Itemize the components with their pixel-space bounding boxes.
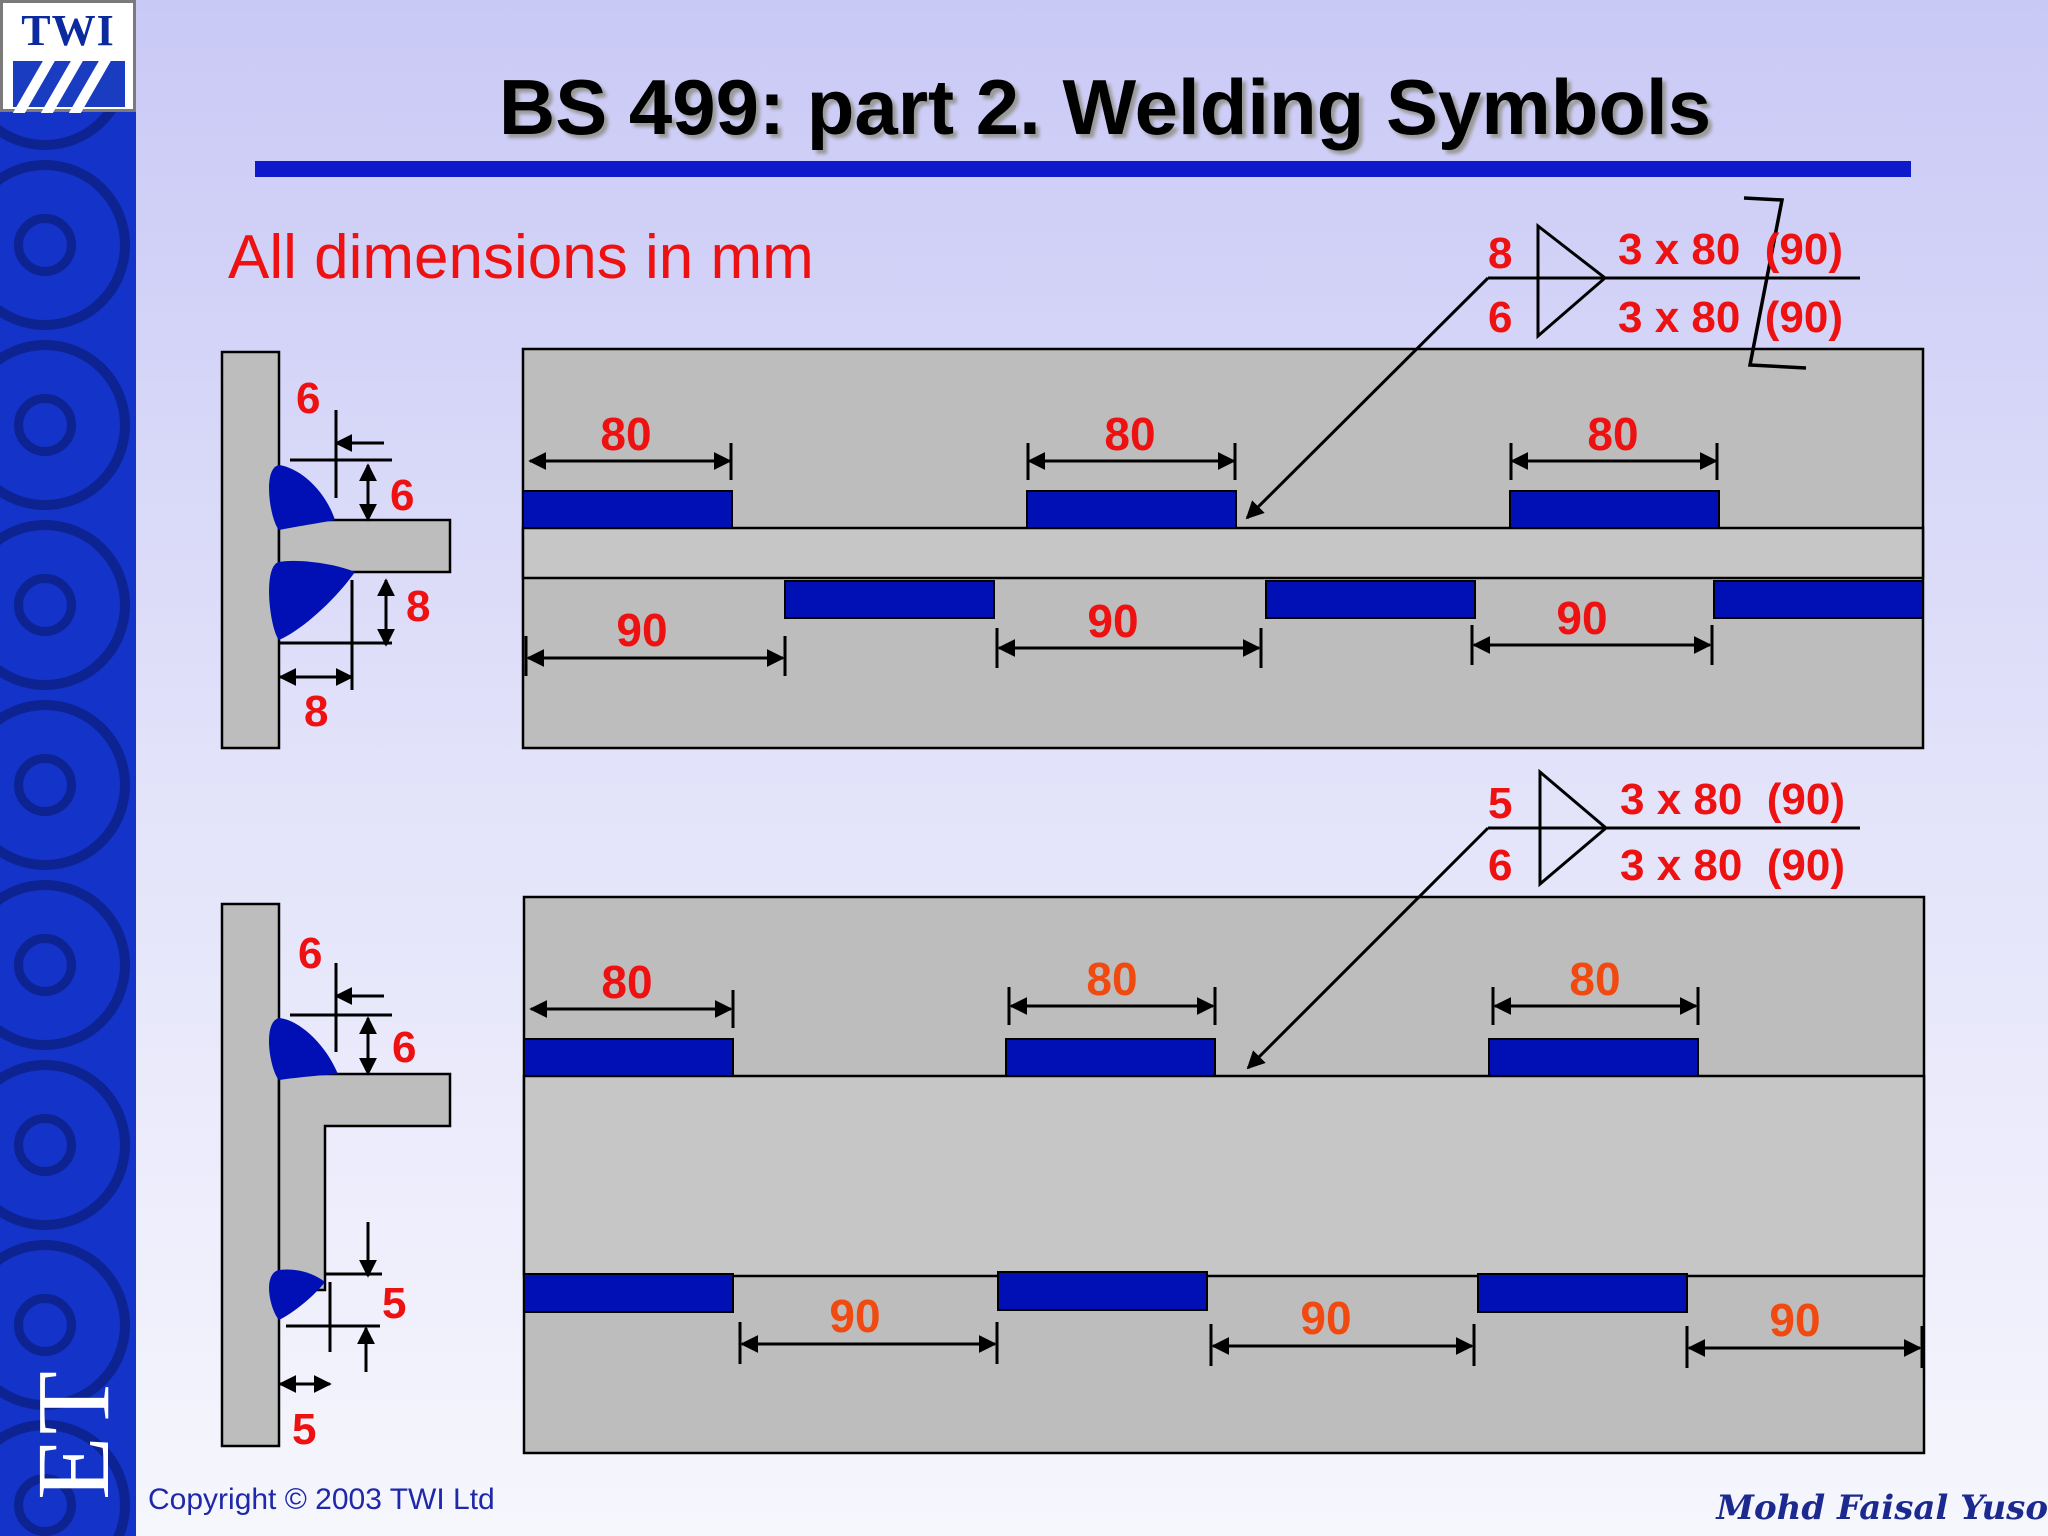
fillet-weld-bottom [269, 560, 355, 640]
gap-length-label: 90 [1087, 595, 1138, 647]
symbol-arrow-text: 3 x 80 (90) [1620, 841, 1845, 890]
symbol-other-size: 5 [1488, 779, 1512, 828]
gap-length-label: 90 [1300, 1292, 1351, 1344]
weld-run [784, 580, 995, 619]
gap-length-label: 90 [616, 604, 667, 656]
bottom-cross-section [220, 902, 452, 1448]
twi-logo: TWI [0, 0, 136, 113]
dim-bottom-leg-b: 5 [292, 1405, 316, 1454]
logo-text: TWI [21, 6, 115, 55]
weld-run [522, 490, 733, 529]
weld-run [523, 1038, 734, 1077]
weld-run [1265, 580, 1476, 619]
copyright-text: Copyright © 2003 TWI Ltd [148, 1483, 495, 1516]
weld-length-label: 80 [600, 408, 651, 460]
weld-length-label: 80 [1569, 953, 1620, 1005]
dim-bottom-leg-a: 5 [382, 1279, 406, 1328]
symbol-other-size: 8 [1488, 229, 1512, 278]
top-cross-section [220, 350, 452, 750]
dim-bottom-leg-a: 8 [406, 582, 430, 631]
symbol-other-text: 3 x 80 (90) [1620, 775, 1845, 824]
weld-run [997, 1271, 1208, 1311]
dim-bottom-leg-b: 8 [304, 687, 328, 736]
fillet-weld-top [269, 1018, 338, 1080]
symbol-arrow-text: 3 x 80 (90) [1618, 293, 1843, 342]
side-decoration-strip: ET [0, 0, 136, 1536]
weld-run [523, 1273, 734, 1313]
staggered-z-mark [1743, 196, 1807, 370]
gap-length-label: 90 [1769, 1294, 1820, 1346]
symbol-arrow-size: 6 [1488, 841, 1512, 890]
fillet-weld-top [269, 465, 335, 530]
weld-length-label: 80 [601, 956, 652, 1008]
weld-length-label: 80 [1587, 408, 1638, 460]
weld-run [1509, 490, 1720, 529]
logo-stripes [12, 57, 125, 113]
weld-run [1005, 1038, 1216, 1077]
gap-length-label: 90 [1556, 592, 1607, 644]
dim-top-leg-a: 6 [296, 374, 320, 423]
weld-run [1477, 1273, 1688, 1313]
weld-run [1713, 580, 1924, 619]
gap-length-label: 90 [829, 1290, 880, 1342]
dim-top-leg-b: 6 [390, 471, 414, 520]
symbol-other-text: 3 x 80 (90) [1618, 225, 1843, 274]
bottom-plan-view [522, 768, 1926, 1455]
symbol-arrow-size: 6 [1488, 293, 1512, 342]
weld-length-label: 80 [1086, 953, 1137, 1005]
dim-top-leg-a: 6 [298, 929, 322, 978]
title-underline [255, 161, 1911, 177]
weld-length-label: 80 [1104, 408, 1155, 460]
slide-title: BS 499: part 2. Welding Symbols [498, 63, 1712, 151]
weld-run [1026, 490, 1237, 529]
author-signature: Mohd Faisal Yuso [1716, 1488, 2048, 1528]
top-plan-view [521, 196, 1925, 750]
dim-top-leg-b: 6 [392, 1023, 416, 1072]
weld-run [1488, 1038, 1699, 1077]
dimensions-note: All dimensions in mm [228, 223, 814, 292]
fillet-weld-bottom [269, 1269, 325, 1320]
